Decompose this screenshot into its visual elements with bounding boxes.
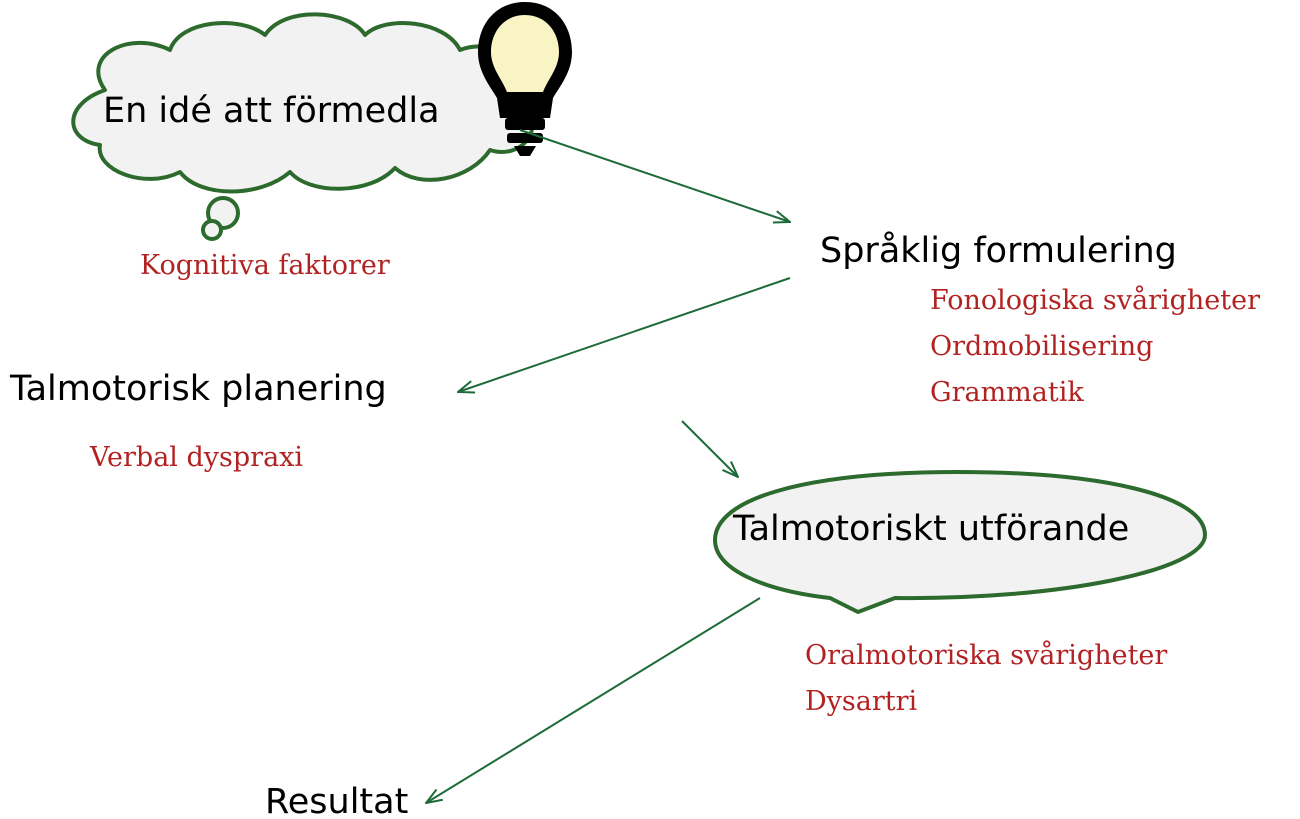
node-idea: En idé att förmedla [103, 91, 440, 131]
process-arrows [426, 129, 791, 803]
factor-grammar: Grammatik [930, 377, 1084, 408]
arrow-execution-to-result [426, 597, 761, 803]
factor-oral-motor: Oralmotoriska svårigheter [805, 639, 1167, 671]
node-execution: Talmotoriskt utförande [732, 509, 1129, 549]
node-result: Resultat [265, 782, 408, 819]
factor-dyspraxia: Verbal dyspraxi [89, 442, 303, 473]
factor-dysarthria: Dysartri [805, 686, 918, 717]
lightbulb-icon [478, 2, 572, 156]
factor-cognitive: Kognitiva faktorer [140, 250, 390, 281]
factor-phonological: Fonologiska svårigheter [930, 284, 1260, 316]
node-formulation: Språklig formulering [820, 230, 1177, 271]
factor-word-retrieval: Ordmobilisering [930, 331, 1153, 362]
arrow-planning-to-execution [681, 420, 738, 477]
node-planning: Talmotorisk planering [9, 369, 387, 409]
arrow-formulation-to-planning [458, 277, 791, 392]
arrow-idea-to-formulation [519, 129, 790, 222]
speech-bubble [713, 470, 1207, 614]
